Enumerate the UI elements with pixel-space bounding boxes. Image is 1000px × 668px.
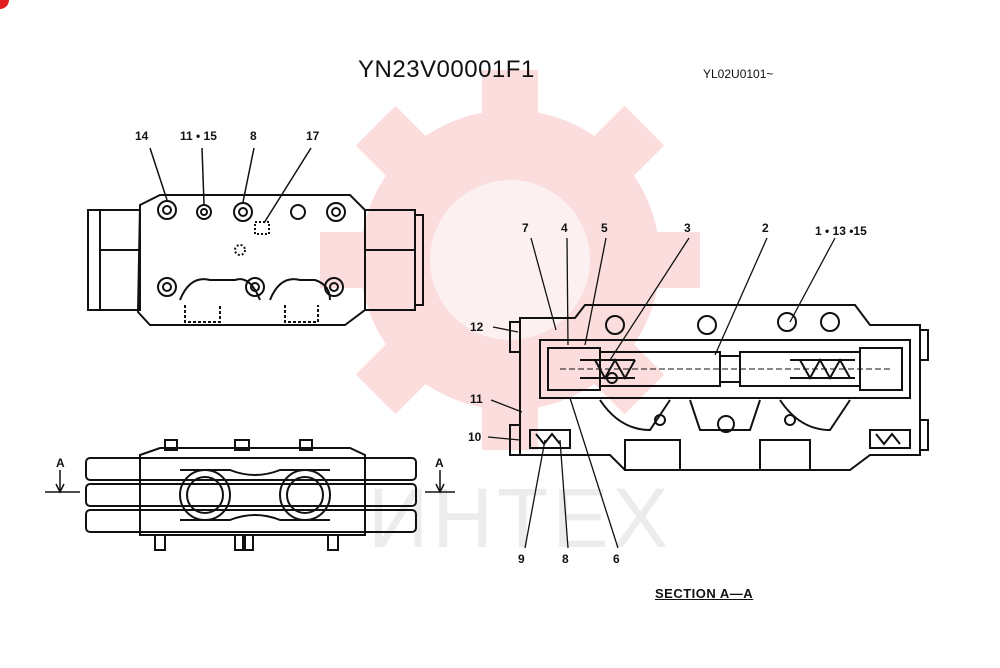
callout-4: 4 bbox=[561, 221, 568, 235]
drawing-title: YN23V00001F1 bbox=[358, 56, 535, 83]
callout-6: 6 bbox=[613, 552, 620, 566]
callout-8: 8 bbox=[562, 552, 569, 566]
callout-2: 2 bbox=[762, 221, 769, 235]
corner-badge bbox=[0, 0, 9, 9]
cut-marker-left: A bbox=[56, 456, 65, 470]
callout-17: 17 bbox=[306, 129, 320, 143]
callout-12: 12 bbox=[470, 320, 484, 334]
callout-1-13-15: 1 • 13 •15 bbox=[815, 224, 867, 238]
watermark-text: ИНТЕХ bbox=[368, 471, 673, 565]
front-view bbox=[45, 439, 455, 551]
callout-11-15: 11 • 15 bbox=[180, 129, 217, 143]
callout-10: 10 bbox=[468, 430, 482, 444]
section-label: SECTION A—A bbox=[655, 586, 754, 601]
callout-8-top: 8 bbox=[250, 129, 257, 143]
cut-marker-right: A bbox=[435, 456, 444, 470]
callout-14: 14 bbox=[135, 129, 149, 143]
callout-5: 5 bbox=[601, 221, 608, 235]
callout-3: 3 bbox=[684, 221, 691, 235]
top-view bbox=[87, 147, 424, 326]
section-view bbox=[487, 237, 929, 549]
callout-11: 11 bbox=[470, 392, 483, 406]
serial-range: YL02U0101~ bbox=[703, 67, 774, 81]
callout-9: 9 bbox=[518, 552, 525, 566]
callout-7: 7 bbox=[522, 221, 529, 235]
